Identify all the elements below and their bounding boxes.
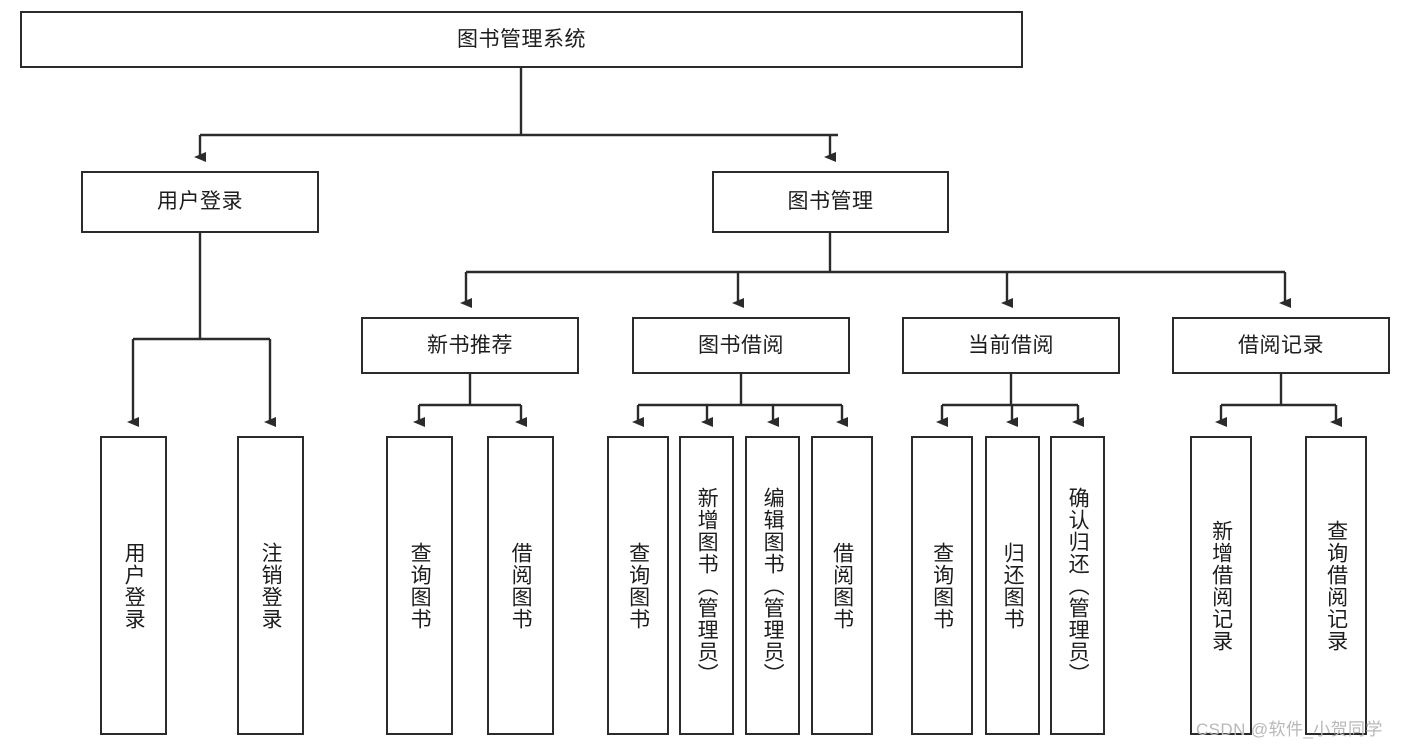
node-leaf-return-book[interactable]: 归还图书	[985, 436, 1040, 735]
node-book-manage-label: 图书管理	[787, 190, 874, 214]
node-new-book-rec[interactable]: 新书推荐	[361, 317, 579, 374]
node-leaf-logout[interactable]: 注销登录	[237, 436, 304, 735]
node-leaf-query-book-rec-label: 查询图书	[408, 541, 432, 630]
node-leaf-add-record-label: 新增借阅记录	[1209, 519, 1233, 652]
node-leaf-query-record[interactable]: 查询借阅记录	[1305, 436, 1367, 735]
node-leaf-query-record-label: 查询借阅记录	[1324, 519, 1348, 652]
node-leaf-query-book-bor-label: 查询图书	[626, 541, 650, 630]
node-leaf-user-login-label: 用户登录	[122, 541, 146, 630]
node-root[interactable]: 图书管理系统	[20, 11, 1023, 68]
node-leaf-add-book-label: 新增图书（管理员）	[695, 486, 719, 685]
node-leaf-borrow-book-bor[interactable]: 借阅图书	[811, 436, 873, 735]
node-book-manage[interactable]: 图书管理	[712, 171, 949, 233]
node-borrow-record[interactable]: 借阅记录	[1172, 317, 1390, 374]
node-leaf-add-book[interactable]: 新增图书（管理员）	[679, 436, 734, 735]
node-leaf-borrow-book-bor-label: 借阅图书	[830, 541, 854, 630]
node-new-book-rec-label: 新书推荐	[427, 333, 513, 357]
node-current-borrow[interactable]: 当前借阅	[902, 317, 1120, 374]
node-leaf-edit-book[interactable]: 编辑图书（管理员）	[745, 436, 800, 735]
node-borrow-record-label: 借阅记录	[1238, 333, 1324, 357]
node-current-borrow-label: 当前借阅	[968, 333, 1054, 357]
node-user-login-label: 用户登录	[157, 190, 243, 214]
node-root-label: 图书管理系统	[457, 27, 586, 51]
node-leaf-borrow-book-rec-label: 借阅图书	[509, 541, 533, 630]
node-leaf-edit-book-label: 编辑图书（管理员）	[761, 486, 785, 685]
node-leaf-logout-label: 注销登录	[259, 541, 283, 630]
node-book-borrow[interactable]: 图书借阅	[632, 317, 850, 374]
node-leaf-confirm-return-label: 确认归还（管理员）	[1066, 486, 1090, 685]
csdn-watermark: CSDN @软件_小贺同学	[1196, 720, 1383, 739]
node-leaf-return-book-label: 归还图书	[1001, 541, 1025, 630]
node-leaf-add-record[interactable]: 新增借阅记录	[1190, 436, 1252, 735]
node-book-borrow-label: 图书借阅	[698, 333, 784, 357]
node-leaf-borrow-book-rec[interactable]: 借阅图书	[487, 436, 554, 735]
node-leaf-query-book-rec[interactable]: 查询图书	[386, 436, 453, 735]
node-leaf-user-login[interactable]: 用户登录	[100, 436, 167, 735]
node-leaf-confirm-return[interactable]: 确认归还（管理员）	[1050, 436, 1105, 735]
node-leaf-query-book-cur-label: 查询图书	[930, 541, 954, 630]
node-leaf-query-book-cur[interactable]: 查询图书	[911, 436, 973, 735]
node-user-login[interactable]: 用户登录	[81, 171, 319, 233]
node-leaf-query-book-bor[interactable]: 查询图书	[607, 436, 669, 735]
